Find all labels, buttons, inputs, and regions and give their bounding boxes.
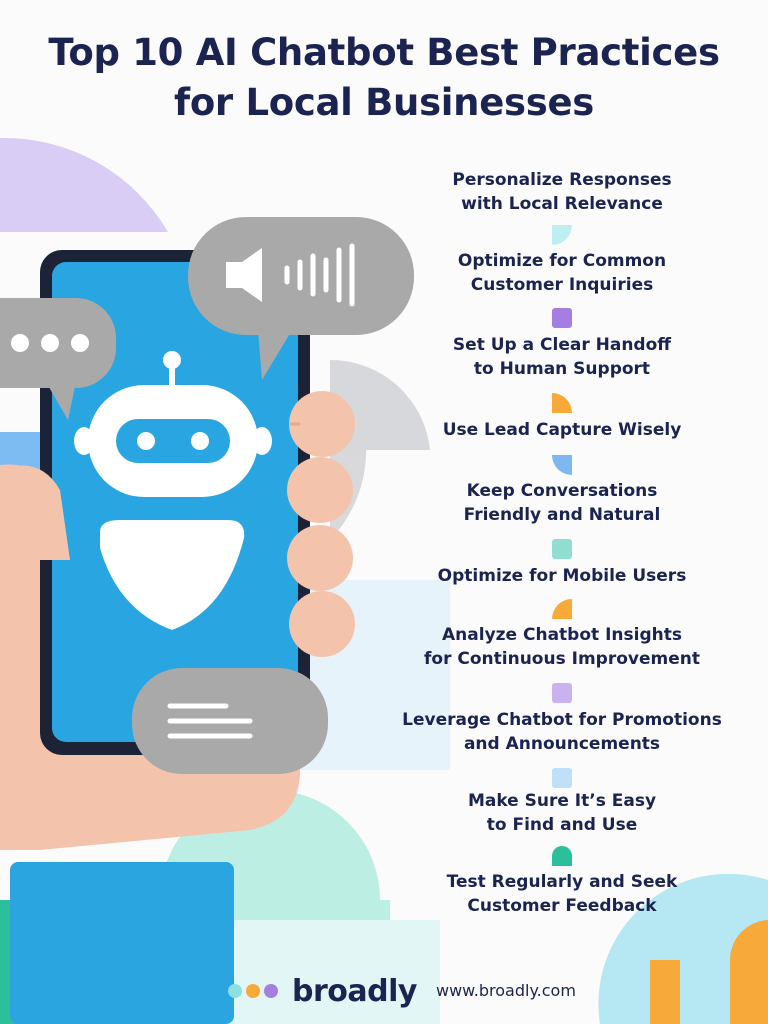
robot-icon <box>74 351 272 630</box>
broadly-logo[interactable]: broadly <box>228 971 417 1011</box>
separator-shape-8 <box>552 768 572 788</box>
practice-item-8: Leverage Chatbot for Promotions and Anno… <box>402 710 722 754</box>
practice-item-2: Optimize for Common Customer Inquiries <box>457 251 667 295</box>
fingers-shape <box>287 391 355 657</box>
logo-text: broadly <box>292 973 417 1009</box>
practice-item-7: Analyze Chatbot Insights for Continuous … <box>424 625 700 669</box>
practice-item-6: Optimize for Mobile Users <box>437 566 687 586</box>
thumb-shape <box>0 465 70 560</box>
typing-bubble <box>0 298 116 420</box>
logo-dot-1 <box>228 984 242 998</box>
separator-shape-5 <box>552 539 572 559</box>
practice-item-9: Make Sure It’s Easy to Find and Use <box>467 791 657 835</box>
practice-item-5: Keep Conversations Friendly and Natural <box>463 481 661 525</box>
phone-screen <box>52 262 298 742</box>
practice-item-3: Set Up a Clear Handoff to Human Support <box>452 335 672 379</box>
separator-shape-6 <box>552 599 572 619</box>
lavender-arc-shape <box>0 137 168 232</box>
speaker-icon <box>226 248 262 302</box>
sound-wave-icon <box>284 243 355 307</box>
title-line-1: Top 10 AI Chatbot Best Practices <box>48 31 720 74</box>
separator-shape-9 <box>552 846 572 866</box>
cyan-arc-shape <box>598 873 768 1024</box>
separator-shape-2 <box>552 308 572 328</box>
logo-dot-3 <box>264 984 278 998</box>
title-line-2: for Local Businesses <box>174 81 594 124</box>
voice-message-bubble <box>188 217 414 380</box>
page-title: Top 10 AI Chatbot Best Practices for Loc… <box>0 28 768 128</box>
practice-item-1: Personalize Responses with Local Relevan… <box>452 170 672 214</box>
practice-item-10: Test Regularly and Seek Customer Feedbac… <box>446 872 678 916</box>
separator-shape-7 <box>552 683 572 703</box>
logo-dot-2 <box>246 984 260 998</box>
website-url[interactable]: www.broadly.com <box>436 981 576 1000</box>
practice-item-4: Use Lead Capture Wisely <box>442 420 682 440</box>
sleeve-shape <box>10 862 234 1024</box>
text-message-bubble <box>132 668 328 774</box>
